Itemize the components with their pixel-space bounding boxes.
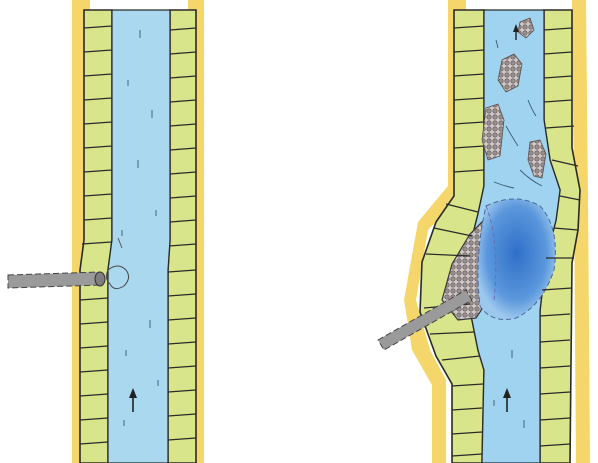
vessel-lumen: [108, 10, 170, 463]
panel-intact-vessel: [8, 0, 204, 463]
embolus: [482, 104, 504, 160]
panel-injured-vessel: [378, 0, 590, 463]
